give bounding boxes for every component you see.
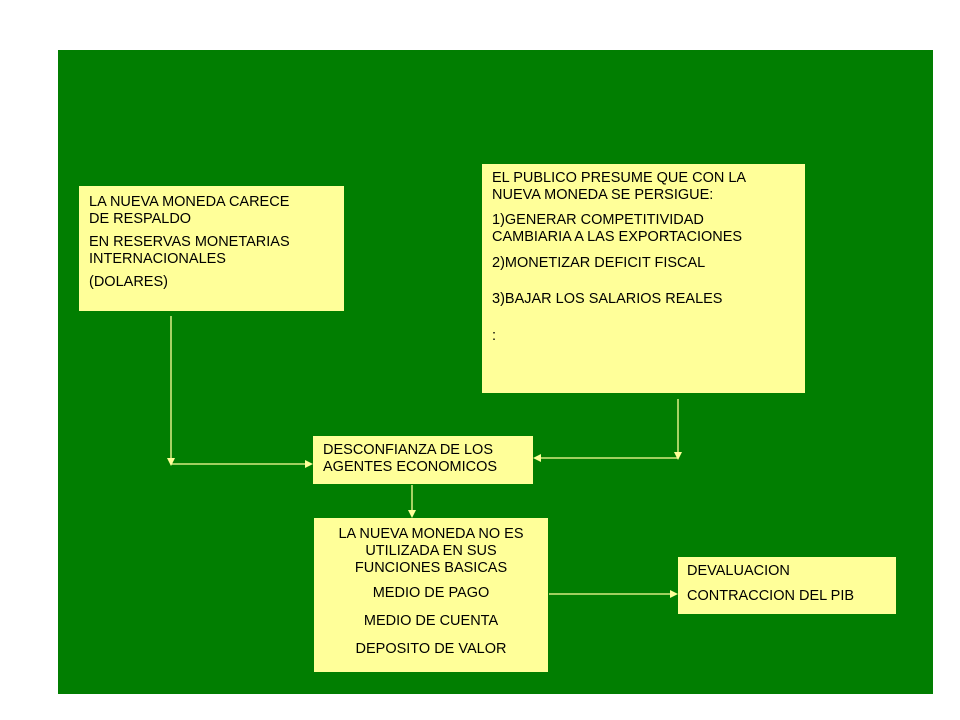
box-desconfianza: DESCONFIANZA DE LOS AGENTES ECONOMICOS [313, 436, 533, 484]
desconfianza-text: DESCONFIANZA DE LOS AGENTES ECONOMICOS [323, 442, 498, 475]
no-utilizada-item-1: MEDIO DE PAGO [372, 585, 490, 601]
sin-respaldo-line-2: EN RESERVAS MONETARIAS INTERNACIONALES [89, 234, 290, 267]
publico-presume-intro: EL PUBLICO PRESUME QUE CON LA NUEVA MONE… [492, 170, 747, 203]
no-utilizada-item-2: MEDIO DE CUENTA [363, 613, 499, 629]
no-utilizada-item-3: DEPOSITO DE VALOR [355, 641, 507, 657]
box-sin-respaldo: LA NUEVA MONEDA CARECE DE RESPALDO EN RE… [79, 186, 344, 311]
box-no-utilizada: LA NUEVA MONEDA NO ES UTILIZADA EN SUS F… [314, 518, 548, 672]
devaluacion-line-1: DEVALUACION [687, 563, 790, 579]
publico-presume-trailing-mark: : [492, 328, 497, 344]
no-utilizada-title: LA NUEVA MONEDA NO ES UTILIZADA EN SUS F… [338, 526, 524, 576]
publico-presume-item-3: 3)BAJAR LOS SALARIOS REALES [492, 291, 723, 307]
publico-presume-item-1: 1)GENERAR COMPETITIVIDAD CAMBIARIA A LAS… [492, 212, 743, 245]
publico-presume-item-2: 2)MONETIZAR DEFICIT FISCAL [492, 255, 706, 271]
box-devaluacion: DEVALUACION CONTRACCION DEL PIB [678, 557, 896, 614]
box-publico-presume: EL PUBLICO PRESUME QUE CON LA NUEVA MONE… [482, 164, 805, 393]
sin-respaldo-line-1: LA NUEVA MONEDA CARECE DE RESPALDO [89, 194, 290, 227]
sin-respaldo-line-3: (DOLARES) [89, 274, 168, 290]
devaluacion-line-2: CONTRACCION DEL PIB [687, 588, 855, 604]
